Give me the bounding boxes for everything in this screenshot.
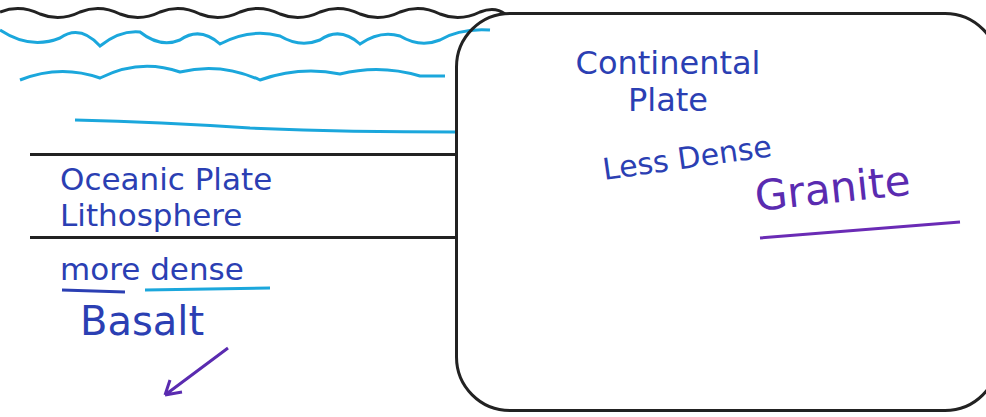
sea-surface [0, 8, 505, 17]
density-note: more dense [60, 252, 300, 288]
oceanic-plate-band: Oceanic Plate Lithosphere [30, 153, 455, 239]
rock-type: Basalt [80, 298, 270, 344]
wave-line [0, 30, 490, 46]
wave-line [20, 66, 445, 80]
underline [760, 222, 960, 238]
wave-line [75, 120, 455, 132]
arrow-mark [165, 348, 228, 395]
plate-name: Continental Plate [553, 45, 783, 119]
underline [145, 288, 270, 290]
underline [62, 290, 125, 292]
plate-name: Oceanic Plate Lithosphere [60, 162, 330, 233]
plate-note: Granite [752, 151, 966, 221]
continental-plate: Continental PlateLess DenseGranite [455, 12, 986, 412]
